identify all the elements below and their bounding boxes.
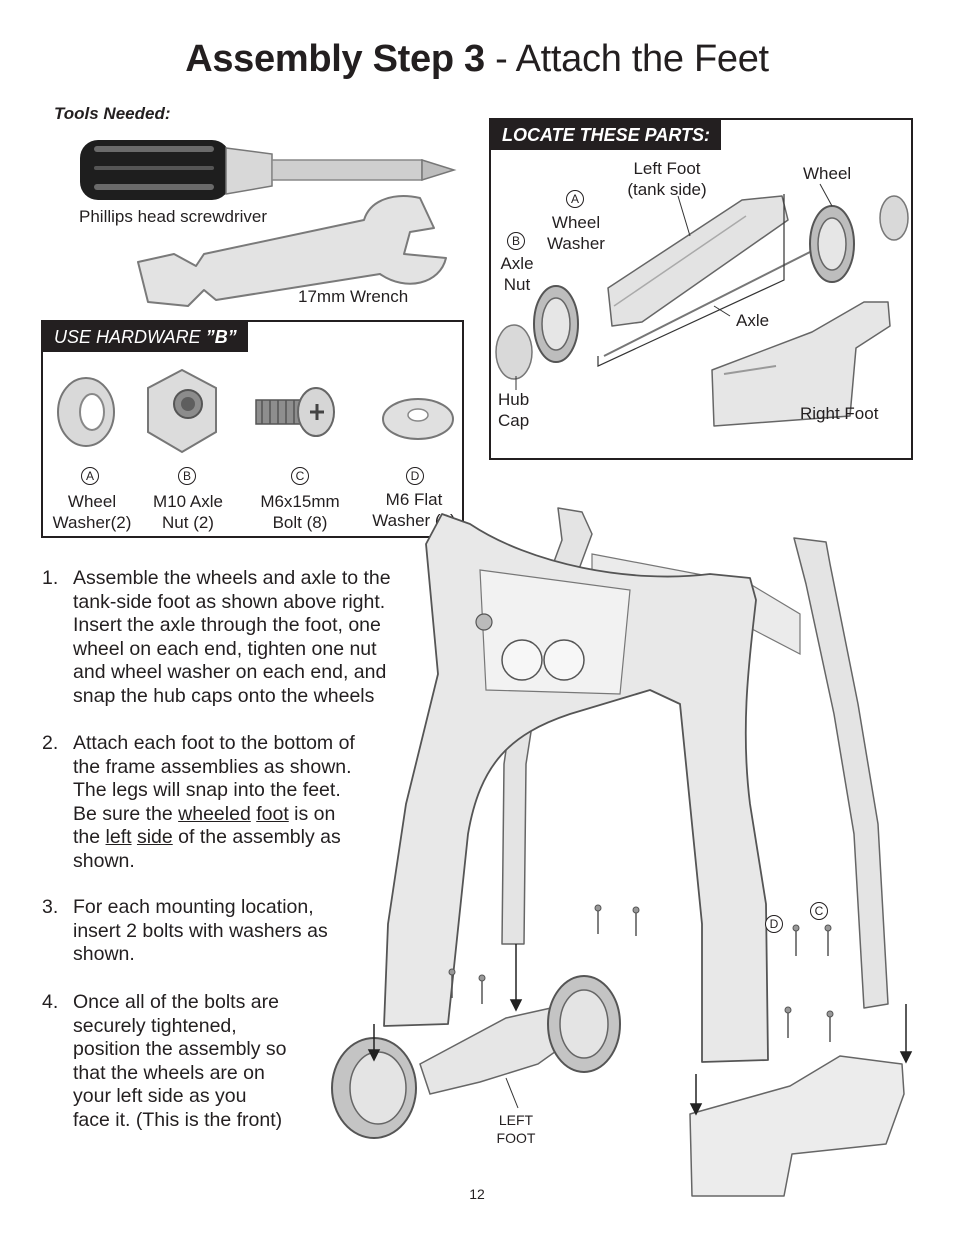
step-1-line: wheel on each end, tighten one nut (73, 637, 377, 660)
step-3-line: insert 2 bolts with washers as (73, 919, 328, 942)
hardware-badge-a: A (81, 467, 99, 485)
hardware-heading-bold: ”B” (205, 327, 237, 347)
title-rest: - Attach the Feet (484, 38, 769, 80)
parts-exploded-illustration (495, 183, 909, 427)
step-2-text: of the assembly as (172, 826, 341, 848)
flat-washer-illustration (382, 398, 454, 440)
hardware-b-line1: M10 Axle (153, 492, 223, 511)
grill-assembly-illustration (331, 507, 913, 1197)
step-4-number: 4. (42, 991, 59, 1013)
step-1-number: 1. (42, 567, 59, 589)
diagram-left-foot-line1: LEFT (498, 1112, 534, 1128)
hardware-b-line2: Nut (2) (162, 513, 214, 532)
bolt-illustration (255, 387, 335, 437)
diagram-badge-d: D (765, 915, 783, 933)
page-title: Assembly Step 3 - Attach the Feet (0, 36, 954, 82)
parts-left-foot-label: Left Foot (tank side) (612, 158, 722, 200)
parts-right-foot-label: Right Foot (800, 404, 879, 423)
left-foot-line2: (tank side) (627, 180, 707, 199)
step-2-underlined: foot (256, 802, 289, 825)
hardware-badge-d: D (406, 467, 424, 485)
step-2-line: the left side of the assembly as (73, 826, 341, 850)
wheel-washer-line2: Washer (547, 234, 605, 253)
hardware-c-line1: M6x15mm (260, 492, 340, 511)
screwdriver-label: Phillips head screwdriver (79, 207, 268, 226)
step-2-underlined: side (136, 826, 173, 848)
wrench-label: 17mm Wrench (298, 287, 409, 306)
axle-nut-line1: Axle (500, 254, 534, 273)
step-2-text: Be sure the (73, 802, 179, 825)
hardware-heading-prefix: USE HARDWARE (54, 327, 206, 347)
diagram-left-foot-line2: FOOT (496, 1130, 536, 1146)
step-2-underlined: left (105, 826, 132, 848)
parts-heading-text: LOCATE THESE PARTS: (502, 125, 711, 145)
diagram-left-foot-label: LEFT FOOT (486, 1111, 546, 1147)
hardware-a-line2: Washer(2) (52, 513, 132, 532)
step-1-line: tank-side foot as shown above right. (73, 590, 386, 613)
hardware-c-line2: Bolt (8) (272, 513, 328, 532)
parts-box: LOCATE THESE PARTS: (489, 118, 913, 460)
step-3-number: 3. (42, 896, 59, 918)
hub-cap-line1: Hub (498, 390, 530, 409)
step-2-line: Attach each foot to the bottom of (73, 732, 355, 754)
step-2-line: The legs will snap into the feet. (73, 779, 341, 801)
hardware-badge-c: C (291, 467, 309, 485)
step-4-line: face it. (This is the front) (73, 1108, 283, 1131)
hardware-heading: USE HARDWARE ”B” (43, 322, 248, 352)
parts-heading: LOCATE THESE PARTS: (491, 120, 722, 150)
step-4-line: your left side as you (73, 1085, 247, 1107)
step-2-text: is on (288, 802, 336, 825)
wrench-illustration (137, 195, 447, 307)
step-2-line: the frame assemblies as shown. (73, 755, 352, 778)
diagram-badge-c: C (810, 902, 828, 920)
step-1-line: Assemble the wheels and axle to the (73, 567, 391, 589)
step-4-line: that the wheels are on (73, 1061, 265, 1084)
parts-badge-a: A (566, 190, 584, 208)
step-4-line: position the assembly so (73, 1038, 287, 1060)
wheel-washer-illustration (57, 377, 115, 447)
title-bold: Assembly Step 3 (185, 38, 485, 80)
hardware-d-line1: M6 Flat (385, 490, 443, 509)
hardware-box: USE HARDWARE ”B” (41, 320, 464, 538)
axle-nut-illustration (147, 368, 217, 454)
step-3-line: shown. (73, 943, 135, 965)
step-4-line: securely tightened, (73, 1014, 237, 1037)
wheel-washer-line1: Wheel (551, 213, 601, 232)
step-2-line: Be sure the wheeled foot is on (73, 803, 335, 827)
step-2-text: the (73, 826, 106, 848)
parts-wheel-label: Wheel (803, 164, 852, 183)
step-2-number: 2. (42, 732, 59, 754)
left-foot-line1: Left Foot (633, 159, 701, 178)
hardware-d-line2: Washer (8) (372, 511, 456, 530)
hardware-badge-b: B (178, 467, 196, 485)
step-2-line: shown. (73, 849, 135, 872)
step-4-line: Once all of the bolts are (73, 991, 279, 1013)
tools-heading: Tools Needed: (54, 104, 171, 123)
step-1-line: Insert the axle through the foot, one (73, 614, 381, 636)
step-1-line: snap the hub caps onto the wheels (73, 684, 375, 707)
step-3-line: For each mounting location, (73, 896, 314, 918)
parts-axle-label: Axle (736, 311, 770, 330)
step-1-line: and wheel washer on each end, and (73, 661, 387, 683)
hardware-a-line1: Wheel (67, 492, 117, 511)
step-2-underlined: wheeled (178, 802, 251, 825)
axle-nut-line2: Nut (503, 275, 531, 294)
parts-badge-b: B (507, 232, 525, 250)
page-number: 12 (469, 1186, 485, 1202)
screwdriver-illustration (80, 140, 457, 200)
hub-cap-line2: Cap (498, 411, 530, 430)
